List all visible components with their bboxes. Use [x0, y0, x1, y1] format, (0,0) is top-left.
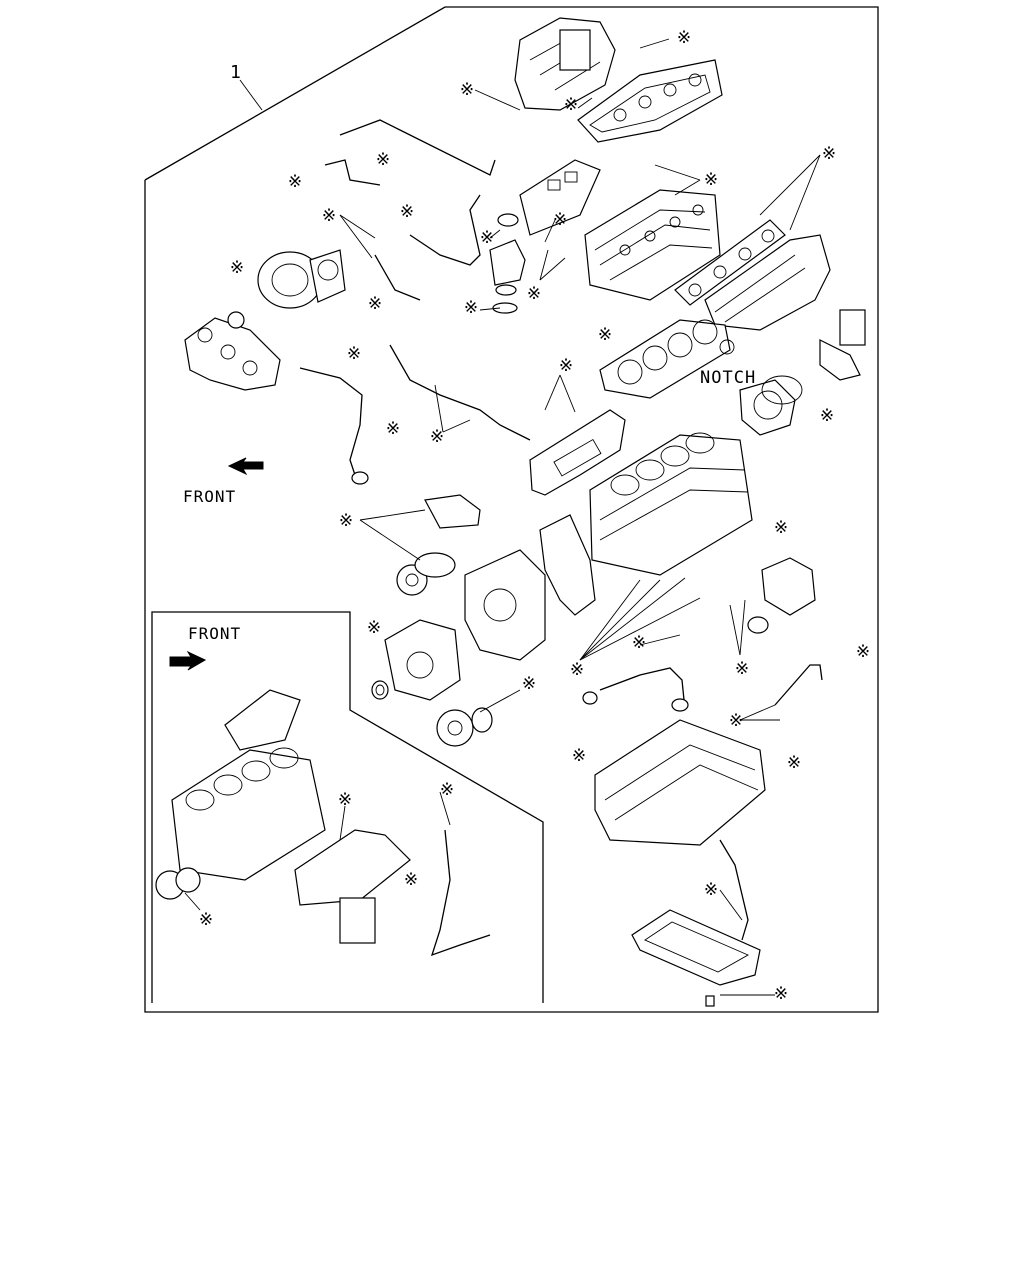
kit-part-symbol: ※: [321, 206, 337, 226]
kit-part-symbol: ※: [399, 202, 415, 222]
front-arrow-main: [227, 457, 264, 476]
drain-plug: [705, 995, 715, 1007]
kit-part-symbol: ※: [728, 711, 744, 731]
kit-part-symbol: ※: [821, 144, 837, 164]
kit-part-symbol: ※: [819, 406, 835, 426]
cylinder-block: [589, 432, 753, 576]
kit-part-symbol: ※: [526, 284, 542, 304]
oil-pump-cover: [384, 619, 461, 701]
inset-oil-cooler: [294, 829, 411, 944]
inset-valve-cover: [224, 689, 301, 751]
kit-part-symbol: ※: [385, 419, 401, 439]
front-oil-seal: [371, 680, 389, 700]
intake-manifold: [704, 234, 831, 331]
kit-part-symbol: ※: [521, 674, 537, 694]
valve-cover-gasket: [577, 59, 723, 143]
kit-part-symbol: ※: [439, 780, 455, 800]
oil-suction-pipe: [582, 667, 689, 712]
front-label-inset: FRONT: [188, 624, 242, 643]
kit-part-symbol: ※: [563, 95, 579, 115]
kit-part-symbol: ※: [367, 294, 383, 314]
front-cover-gasket: [539, 514, 596, 616]
water-pump: [396, 552, 456, 596]
egr-valve: [819, 309, 866, 381]
kit-part-symbol: ※: [631, 633, 647, 653]
kit-part-symbol: ※: [463, 298, 479, 318]
kit-part-symbol: ※: [734, 659, 750, 679]
kit-part-symbol: ※: [375, 150, 391, 170]
kit-part-symbol: ※: [229, 258, 245, 278]
kit-part-symbol: ※: [571, 746, 587, 766]
water-pump-gasket: [424, 494, 481, 529]
kit-part-symbol: ※: [429, 427, 445, 447]
oil-feed-pipe: [324, 119, 496, 301]
kit-part-symbol: ※: [569, 660, 585, 680]
exhaust-manifold: [184, 311, 281, 391]
inset-rear-seal: [155, 867, 201, 900]
kit-part-symbol: ※: [773, 984, 789, 1004]
oil-return-pipe: [299, 367, 369, 485]
kit-part-symbol: ※: [773, 518, 789, 538]
kit-part-symbol: ※: [403, 870, 419, 890]
upper-oil-pan: [594, 719, 766, 846]
inset-cylinder-block: [171, 747, 326, 881]
coolant-pipe: [389, 344, 531, 441]
inset-water-pipe: [430, 829, 491, 957]
callout-leader: [239, 79, 263, 111]
front-arrow-inset: [169, 650, 207, 671]
oil-level-pipe: [774, 664, 823, 706]
kit-part-symbol: ※: [558, 356, 574, 376]
kit-part-symbol: ※: [337, 790, 353, 810]
kit-part-symbol: ※: [552, 210, 568, 230]
oil-pump-rotor: [436, 707, 493, 747]
timing-cover: [464, 549, 546, 661]
leader-lines: [184, 38, 821, 996]
oil-level-gauge-tube: [719, 839, 749, 941]
kit-part-symbol: ※: [366, 618, 382, 638]
front-label-main: FRONT: [183, 487, 237, 506]
fuel-injection-pump: [747, 557, 816, 634]
kit-part-symbol: ※: [459, 80, 475, 100]
kit-part-symbol: ※: [855, 642, 871, 662]
oil-cooler-housing: [529, 409, 626, 496]
rocker-cover: [514, 17, 616, 111]
cylinder-head-gasket: [599, 319, 735, 399]
kit-part-symbol: ※: [597, 325, 613, 345]
turbocharger: [257, 249, 346, 309]
exhaust-manifold-gasket: [519, 159, 601, 236]
kit-border: [144, 6, 879, 1013]
kit-part-symbol: ※: [338, 511, 354, 531]
notch-label: NOTCH: [700, 368, 757, 388]
kit-part-symbol: ※: [676, 28, 692, 48]
kit-part-symbol: ※: [346, 344, 362, 364]
kit-part-symbol: ※: [703, 170, 719, 190]
kit-part-symbol: ※: [786, 753, 802, 773]
inset-border: [151, 611, 544, 1003]
kit-part-symbol: ※: [479, 228, 495, 248]
intake-manifold-gasket: [674, 219, 786, 306]
throttle-body: [739, 375, 803, 436]
kit-part-symbol: ※: [703, 880, 719, 900]
callout-number: 1: [230, 62, 242, 83]
oil-pan: [631, 909, 761, 986]
kit-part-symbol: ※: [198, 910, 214, 930]
kit-part-symbol: ※: [287, 172, 303, 192]
thermostat-housing: [489, 213, 526, 314]
cylinder-head: [584, 189, 721, 301]
